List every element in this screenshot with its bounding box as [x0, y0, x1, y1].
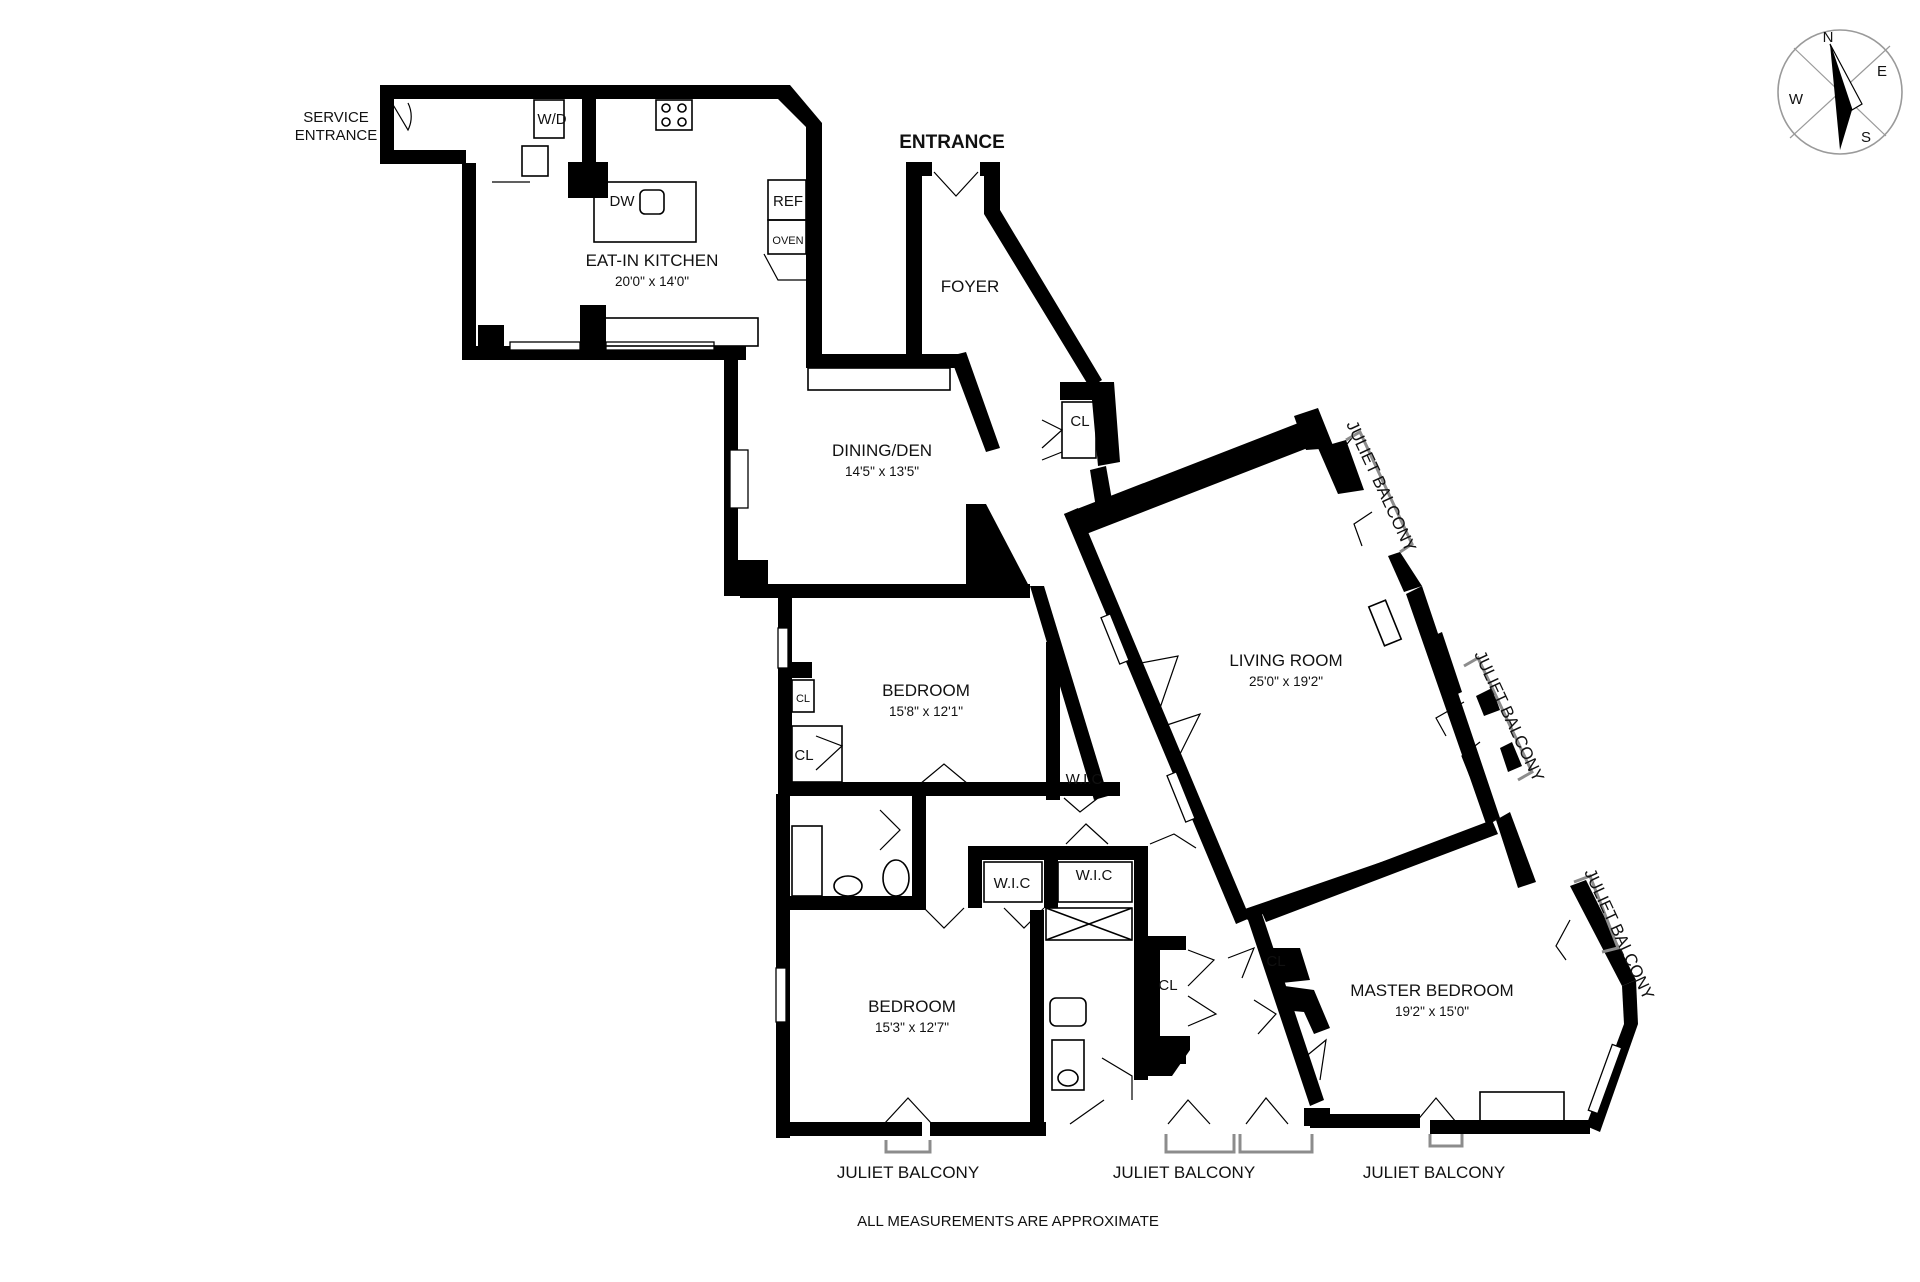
master-dims: 19'2" x 15'0" — [1395, 1004, 1469, 1019]
juliet-balcony-label-hall: JULIET BALCONY — [1113, 1163, 1255, 1182]
bedroom1-dims: 15'8" x 12'1" — [889, 704, 963, 719]
bedroom2-dims: 15'3" x 12'7" — [875, 1020, 949, 1035]
compass-w: W — [1789, 91, 1804, 108]
dining-name: DINING/DEN — [832, 441, 932, 460]
entrance-label: ENTRANCE — [899, 132, 1005, 153]
master-closet-label: CL — [1266, 953, 1285, 970]
juliet-balcony-label-master-bottom: JULIET BALCONY — [1363, 1163, 1505, 1182]
washer-dryer-label: W/D — [537, 111, 566, 128]
bedroom1-closet-small-label: CL — [796, 693, 810, 705]
dishwasher-label: DW — [610, 193, 636, 210]
hall-closet-label: CL — [1158, 977, 1177, 994]
compass-s: S — [1861, 129, 1871, 146]
living-dims: 25'0" x 19'2" — [1249, 674, 1323, 689]
bedroom1-walls — [777, 596, 1120, 813]
oven-label: OVEN — [772, 235, 803, 247]
service-entrance-label-1: SERVICE — [303, 109, 369, 126]
bedroom1-name: BEDROOM — [882, 681, 970, 700]
compass-e: E — [1877, 63, 1887, 80]
compass-icon: N E S W — [1777, 29, 1903, 155]
service-entrance-label-2: ENTRANCE — [295, 127, 378, 144]
bedroom2-name: BEDROOM — [868, 997, 956, 1016]
dining-dims: 14'5" x 13'5" — [845, 464, 919, 479]
bedroom1-wic-label: W.I.C — [1066, 771, 1103, 788]
kitchen-dims: 20'0" x 14'0" — [615, 274, 689, 289]
master-walls — [1069, 812, 1638, 1154]
bedroom1-closet-label: CL — [794, 747, 813, 764]
compass-n: N — [1823, 29, 1834, 46]
juliet-balcony-label-master: JULIET BALCONY — [1580, 866, 1657, 1003]
living-name: LIVING ROOM — [1229, 651, 1342, 670]
bath-walls — [776, 794, 1197, 1134]
wic-label-2: W.I.C — [1076, 867, 1113, 884]
kitchen-walls — [380, 85, 822, 360]
refrigerator-label: REF — [773, 193, 803, 210]
master-name: MASTER BEDROOM — [1350, 981, 1513, 1000]
juliet-balcony-label-bedroom: JULIET BALCONY — [837, 1163, 979, 1182]
foyer-closet-label: CL — [1070, 413, 1089, 430]
bedroom2-walls — [775, 908, 1046, 1154]
foyer-name: FOYER — [941, 277, 1000, 296]
wic-label-1: W.I.C — [994, 875, 1031, 892]
dining-foyer-walls — [724, 162, 1120, 800]
kitchen-name: EAT-IN KITCHEN — [586, 251, 719, 270]
measurements-note: ALL MEASUREMENTS ARE APPROXIMATE — [857, 1213, 1159, 1230]
